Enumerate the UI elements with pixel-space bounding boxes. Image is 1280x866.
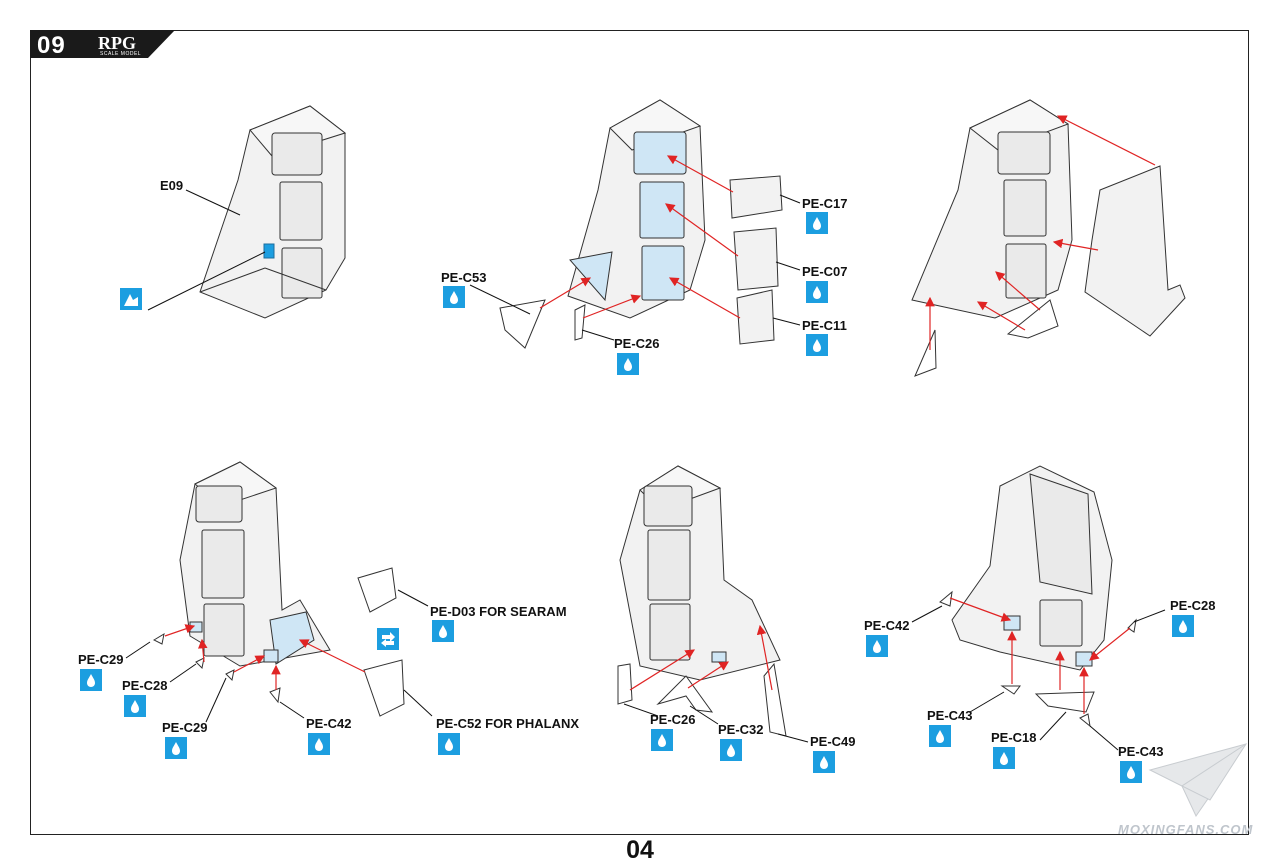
brand-subtitle: SCALE MODEL bbox=[100, 51, 142, 57]
label-pe-c52: PE-C52 FOR PHALANX bbox=[436, 716, 580, 731]
label-pe-c53: PE-C53 bbox=[441, 270, 487, 285]
instruction-frame bbox=[30, 30, 1249, 835]
label-pe-c11: PE-C11 bbox=[802, 318, 847, 333]
leader-lines-6 bbox=[911, 605, 1166, 751]
arrows-6 bbox=[949, 597, 1131, 714]
label-pe-c26-a: PE-C26 bbox=[614, 336, 660, 351]
glue-drop-icon bbox=[124, 695, 146, 717]
arrows-5 bbox=[629, 624, 773, 691]
arrows-3 bbox=[925, 115, 1156, 350]
glue-drop-icon bbox=[651, 729, 673, 751]
watermark-text: MOXINGFANS.COM bbox=[1118, 822, 1254, 837]
glue-drop-icon bbox=[443, 286, 465, 308]
glue-drop-icon bbox=[617, 353, 639, 375]
glue-drop-icon bbox=[993, 747, 1015, 769]
glue-drop-icon bbox=[1120, 761, 1142, 783]
label-pe-c18: PE-C18 bbox=[991, 730, 1037, 745]
shield-drawing-6 bbox=[939, 465, 1137, 728]
glue-drop-icon bbox=[432, 620, 454, 642]
arrows-2 bbox=[539, 155, 741, 319]
brand-logo: RPG bbox=[98, 33, 136, 53]
label-pe-c28-b: PE-C28 bbox=[1170, 598, 1216, 613]
shield-drawing-5 bbox=[617, 465, 787, 737]
glue-drop-icon bbox=[1172, 615, 1194, 637]
glue-drop-icon bbox=[80, 669, 102, 691]
step-badge bbox=[30, 30, 175, 58]
alternative-icon bbox=[377, 628, 399, 650]
glue-drop-icon bbox=[929, 725, 951, 747]
label-pe-c49: PE-C49 bbox=[810, 734, 856, 749]
page-number: 04 bbox=[626, 836, 654, 864]
shield-drawing-4 bbox=[152, 461, 405, 717]
leader-lines-1 bbox=[147, 189, 266, 311]
leader-lines-4 bbox=[125, 589, 433, 723]
glue-drop-icon bbox=[806, 281, 828, 303]
glue-drop-icon bbox=[866, 635, 888, 657]
glue-drop-icon bbox=[720, 739, 742, 761]
shield-drawing-2 bbox=[499, 99, 783, 349]
glue-drop-icon bbox=[308, 733, 330, 755]
leader-lines-2 bbox=[469, 194, 801, 341]
label-pe-c17: PE-C17 bbox=[802, 196, 848, 211]
label-pe-c43-a: PE-C43 bbox=[927, 708, 973, 723]
label-pe-c42-a: PE-C42 bbox=[306, 716, 352, 731]
label-pe-c43-b: PE-C43 bbox=[1118, 744, 1164, 759]
glue-drop-icon bbox=[806, 212, 828, 234]
label-pe-c32: PE-C32 bbox=[718, 722, 764, 737]
glue-drop-icon bbox=[165, 737, 187, 759]
cut-icon bbox=[120, 288, 142, 310]
label-pe-c28-a: PE-C28 bbox=[122, 678, 168, 693]
step-number: 09 bbox=[37, 32, 66, 59]
label-pe-c26-b: PE-C26 bbox=[650, 712, 696, 727]
glue-drop-icon bbox=[813, 751, 835, 773]
label-e09: E09 bbox=[160, 178, 184, 193]
leader-lines-5 bbox=[623, 703, 809, 743]
glue-drop-icon bbox=[806, 334, 828, 356]
glue-drop-icon bbox=[438, 733, 460, 755]
label-pe-c42-b: PE-C42 bbox=[864, 618, 910, 633]
label-pe-c07: PE-C07 bbox=[802, 264, 848, 279]
label-pe-c29-b: PE-C29 bbox=[162, 720, 208, 735]
arrows-4 bbox=[164, 624, 366, 690]
shield-drawing-3 bbox=[911, 99, 1186, 377]
label-pe-c29-a: PE-C29 bbox=[78, 652, 124, 667]
shield-drawing-1 bbox=[199, 105, 347, 319]
label-pe-d03: PE-D03 FOR SEARAM bbox=[430, 604, 567, 619]
watermark-plane bbox=[1148, 743, 1248, 817]
